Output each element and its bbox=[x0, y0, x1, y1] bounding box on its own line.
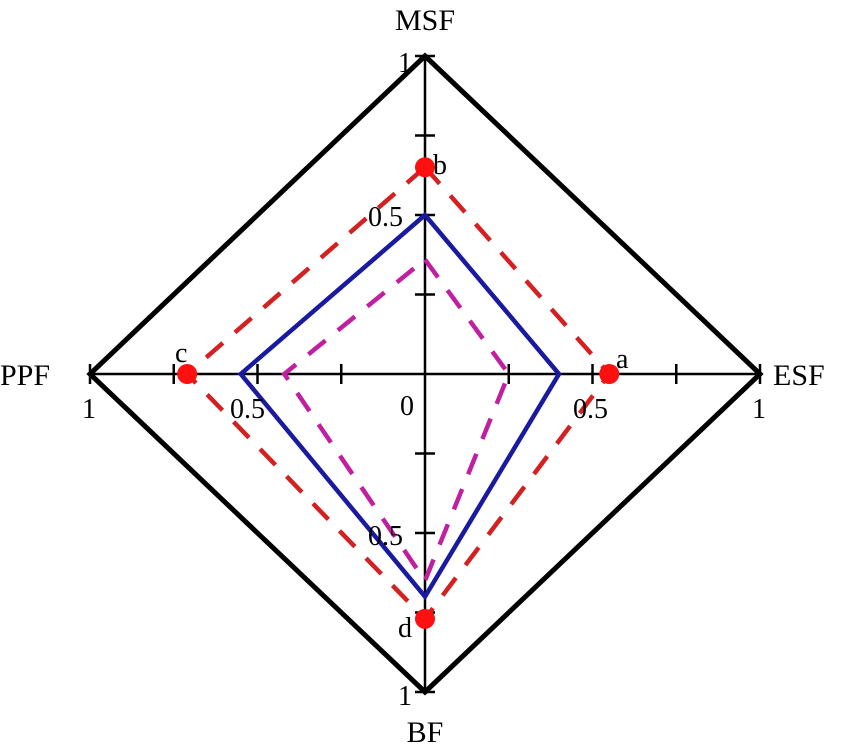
axis-label-msf: MSF bbox=[395, 4, 455, 37]
axis-label-esf: ESF bbox=[773, 359, 825, 392]
data-points bbox=[177, 157, 620, 629]
tick-label-esf-max: 1 bbox=[752, 394, 766, 425]
tick-label-msf-half: 0.5 bbox=[368, 202, 403, 233]
tick-label-msf-max: 1 bbox=[398, 48, 412, 79]
axis-label-ppf: PPF bbox=[0, 359, 50, 392]
data-point-b bbox=[415, 157, 435, 178]
point-label-c: c bbox=[175, 338, 187, 369]
data-point-a bbox=[599, 364, 620, 384]
tick-label-bf-half: 0.5 bbox=[368, 521, 403, 552]
tick-label-center: 0 bbox=[400, 391, 414, 422]
data-point-c bbox=[177, 364, 198, 384]
axis-label-bf: BF bbox=[407, 716, 444, 749]
point-label-a: a bbox=[616, 344, 629, 375]
data-point-d bbox=[415, 608, 435, 629]
tick-label-ppf-half: 0.5 bbox=[230, 394, 265, 425]
blue-solid-series bbox=[237, 211, 562, 601]
tick-label-esf-half: 0.5 bbox=[573, 394, 608, 425]
magenta-dashed-series bbox=[281, 256, 512, 586]
tick-label-bf-max: 1 bbox=[398, 681, 412, 712]
point-label-b: b bbox=[433, 150, 447, 181]
tick-label-ppf-max: 1 bbox=[82, 394, 96, 425]
point-label-d: d bbox=[398, 613, 412, 644]
